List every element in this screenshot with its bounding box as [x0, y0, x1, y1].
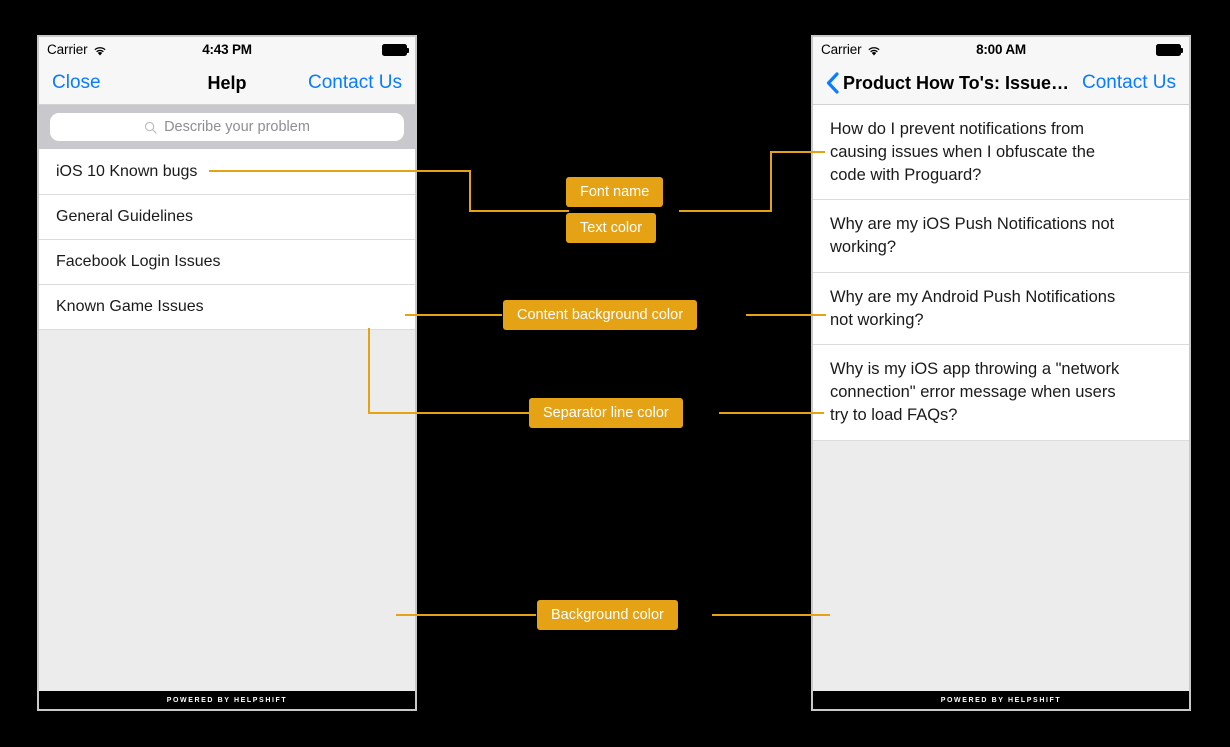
- list-bottom-separator: [813, 439, 1189, 441]
- chevron-right-icon: [1161, 228, 1173, 245]
- chevron-right-icon: [1161, 300, 1173, 317]
- battery-full-icon: [382, 43, 409, 56]
- right-status-bar: Carrier 8:00 AM: [813, 37, 1189, 62]
- search-icon: [144, 121, 157, 134]
- left-status-bar: Carrier 4:43 PM: [39, 37, 415, 62]
- right-phone-mockup: Carrier 8:00 AM Product How To's: Issue……: [811, 35, 1191, 711]
- contact-us-button[interactable]: Contact Us: [308, 72, 402, 93]
- chevron-right-icon: [387, 209, 399, 226]
- callout-separator-line-color: Separator line color: [529, 398, 683, 428]
- connector-background-left: [396, 614, 536, 616]
- faq-list-item-label: Why are my Android Push Notifications no…: [830, 287, 1116, 329]
- status-bar-right: [382, 43, 409, 56]
- connector-font-name-right-v: [770, 151, 772, 212]
- callout-content-background-color: Content background color: [503, 300, 698, 330]
- battery-full-icon: [1156, 43, 1183, 56]
- search-placeholder: Describe your problem: [164, 119, 310, 135]
- page-title: Product How To's: Issue…: [843, 72, 1069, 93]
- faq-list-item-label: Why are my iOS Push Notifications not wo…: [830, 215, 1115, 257]
- status-bar-left: Carrier: [47, 42, 107, 57]
- faq-list-item[interactable]: Why is my iOS app throwing a "network co…: [813, 344, 1189, 440]
- section-list-item-label: Facebook Login Issues: [56, 253, 221, 270]
- right-nav-bar: Product How To's: Issue… Contact Us: [813, 62, 1189, 105]
- connector-separator-right: [719, 412, 824, 414]
- carrier-label: Carrier: [47, 42, 88, 57]
- status-bar-time: 4:43 PM: [202, 42, 252, 57]
- connector-font-name-left-v: [469, 170, 471, 212]
- powered-by-helpshift-footer: POWERED BY HELPSHIFT: [39, 691, 415, 709]
- faq-list-item-label: Why is my iOS app throwing a "network co…: [830, 360, 1120, 424]
- connector-font-name-left-h: [209, 170, 471, 172]
- connector-separator-v: [368, 328, 370, 413]
- close-button[interactable]: Close: [52, 72, 101, 93]
- list-bottom-separator: [39, 329, 415, 330]
- footer-label: POWERED BY HELPSHIFT: [940, 696, 1062, 704]
- left-phone-mockup: Carrier 4:43 PM Close Help Contact Us De…: [37, 35, 417, 711]
- section-list-item-label: iOS 10 Known bugs: [56, 162, 198, 180]
- wifi-icon: [93, 45, 107, 56]
- powered-by-helpshift-footer: POWERED BY HELPSHIFT: [813, 691, 1189, 709]
- callout-text-color: Text color: [566, 213, 657, 243]
- left-nav-bar: Close Help Contact Us: [39, 62, 415, 105]
- section-list-item[interactable]: Facebook Login Issues: [39, 239, 415, 284]
- callout-font-name: Font name: [566, 177, 664, 207]
- faq-list-item[interactable]: How do I prevent notifications from caus…: [813, 105, 1189, 200]
- connector-font-name-right-h: [679, 210, 772, 212]
- faq-list-item[interactable]: Why are my iOS Push Notifications not wo…: [813, 199, 1189, 272]
- connector-separator-h: [368, 412, 530, 414]
- faq-list-item-label: How do I prevent notifications from caus…: [830, 120, 1096, 184]
- status-bar-left: Carrier: [821, 42, 881, 57]
- section-list-item-label: General Guidelines: [56, 208, 193, 225]
- footer-label: POWERED BY HELPSHIFT: [166, 696, 288, 704]
- chevron-right-icon: [387, 299, 399, 316]
- chevron-left-icon[interactable]: [826, 72, 839, 94]
- connector-content-bg-left: [405, 314, 502, 316]
- wifi-icon: [867, 45, 881, 56]
- section-list-item[interactable]: Known Game Issues: [39, 284, 415, 329]
- callout-background-color: Background color: [537, 600, 678, 630]
- contact-us-button[interactable]: Contact Us: [1082, 72, 1176, 93]
- section-list-item[interactable]: General Guidelines: [39, 194, 415, 239]
- faq-list-item[interactable]: Why are my Android Push Notifications no…: [813, 271, 1189, 345]
- connector-content-bg-right: [746, 314, 826, 316]
- connector-font-name-left-h2: [469, 210, 569, 212]
- search-input[interactable]: Describe your problem: [50, 113, 404, 141]
- search-bar-container: Describe your problem: [39, 105, 415, 149]
- section-list-item-label: Known Game Issues: [56, 298, 204, 315]
- connector-font-name-right-h2: [770, 151, 825, 153]
- faq-list: How do I prevent notifications from caus…: [813, 105, 1189, 440]
- status-bar-time: 8:00 AM: [976, 42, 1026, 57]
- chevron-right-icon: [1161, 384, 1173, 401]
- carrier-label: Carrier: [821, 42, 862, 57]
- chevron-right-icon: [1161, 144, 1173, 161]
- status-bar-right: [1156, 43, 1183, 56]
- chevron-right-icon: [387, 254, 399, 271]
- connector-background-right: [712, 614, 830, 616]
